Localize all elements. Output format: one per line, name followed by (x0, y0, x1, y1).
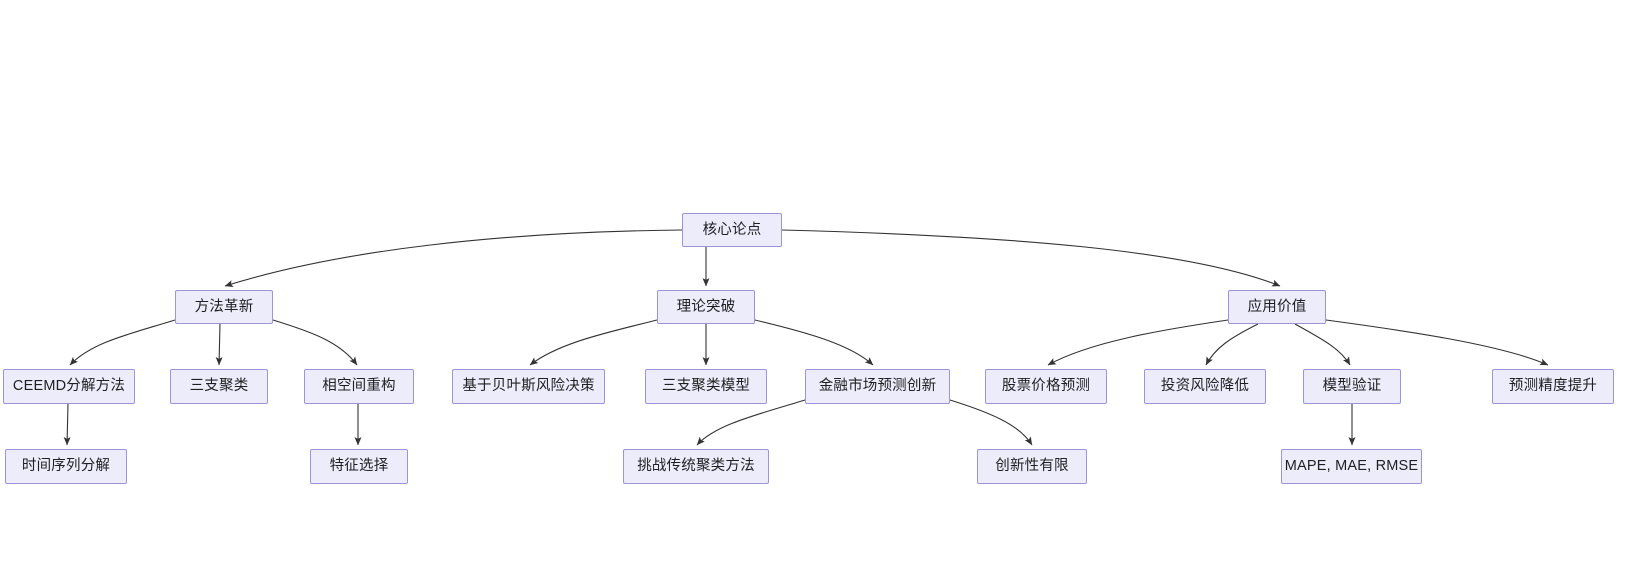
edge-l1a-to-l2a3 (272, 319, 358, 366)
node-label: 三支聚类模型 (661, 378, 751, 395)
edge-l1c-to-l2c1 (1047, 319, 1229, 366)
node-l2c1[interactable]: 股票价格预测 (985, 369, 1107, 404)
node-l2b1[interactable]: 基于贝叶斯风险决策 (452, 369, 605, 404)
node-label: 理论突破 (676, 298, 736, 315)
node-l3a1[interactable]: 时间序列分解 (5, 449, 127, 484)
node-l2a3[interactable]: 相空间重构 (304, 369, 414, 404)
edge-l1c-to-l2c4 (1325, 319, 1549, 366)
node-label: 方法革新 (194, 298, 254, 315)
node-label: MAPE, MAE, RMSE (1284, 458, 1419, 475)
node-label: 三支聚类 (189, 378, 249, 395)
node-label: 相空间重构 (322, 378, 396, 395)
edge-l1a-to-l2a1 (69, 319, 176, 366)
node-l2b2[interactable]: 三支聚类模型 (645, 369, 767, 404)
node-label: CEEMD分解方法 (12, 378, 126, 395)
node-l1c[interactable]: 应用价值 (1228, 290, 1326, 324)
node-label: 投资风险降低 (1160, 378, 1250, 395)
node-l2c3[interactable]: 模型验证 (1303, 369, 1401, 404)
node-label: 创新性有限 (995, 458, 1069, 475)
edge-l1c-to-l2c2 (1205, 323, 1259, 366)
root-node[interactable]: 核心论点 (682, 213, 782, 247)
edge-root-to-l1a (224, 229, 683, 287)
node-l3b3a[interactable]: 挑战传统聚类方法 (623, 449, 769, 484)
edge-l1a-to-l2a2 (215, 323, 223, 366)
node-l3b3b[interactable]: 创新性有限 (977, 449, 1087, 484)
node-label: 挑战传统聚类方法 (637, 458, 755, 475)
node-label: 模型验证 (1322, 378, 1382, 395)
edge-group (63, 229, 1549, 446)
edge-l2b3-to-l3b3a (696, 399, 806, 446)
node-label: 金融市场预测创新 (818, 378, 937, 395)
node-l3a3[interactable]: 特征选择 (310, 449, 408, 484)
node-l1a[interactable]: 方法革新 (175, 290, 273, 324)
node-label: 基于贝叶斯风险决策 (462, 378, 595, 395)
node-l2c4[interactable]: 预测精度提升 (1492, 369, 1614, 404)
node-label: 应用价值 (1247, 298, 1307, 315)
node-l2a1[interactable]: CEEMD分解方法 (3, 369, 135, 404)
edge-l2a1-to-l3a1 (63, 403, 71, 446)
node-l2c2[interactable]: 投资风险降低 (1144, 369, 1266, 404)
node-label: 核心论点 (702, 221, 762, 238)
node-label: 预测精度提升 (1508, 378, 1598, 395)
edge-l1b-to-l2b1 (529, 319, 658, 366)
node-label: 股票价格预测 (1001, 378, 1091, 395)
node-label: 时间序列分解 (21, 458, 111, 475)
node-l3c3[interactable]: MAPE, MAE, RMSE (1281, 449, 1422, 484)
node-l2a2[interactable]: 三支聚类 (170, 369, 268, 404)
node-l2b3[interactable]: 金融市场预测创新 (805, 369, 950, 404)
edge-root-to-l1c (781, 229, 1281, 287)
edge-l2b3-to-l3b3b (949, 399, 1033, 446)
edge-l1c-to-l2c3 (1294, 323, 1351, 366)
node-l1b[interactable]: 理论突破 (657, 290, 755, 324)
node-label: 特征选择 (329, 458, 389, 475)
edge-l1b-to-l2b3 (754, 319, 874, 366)
